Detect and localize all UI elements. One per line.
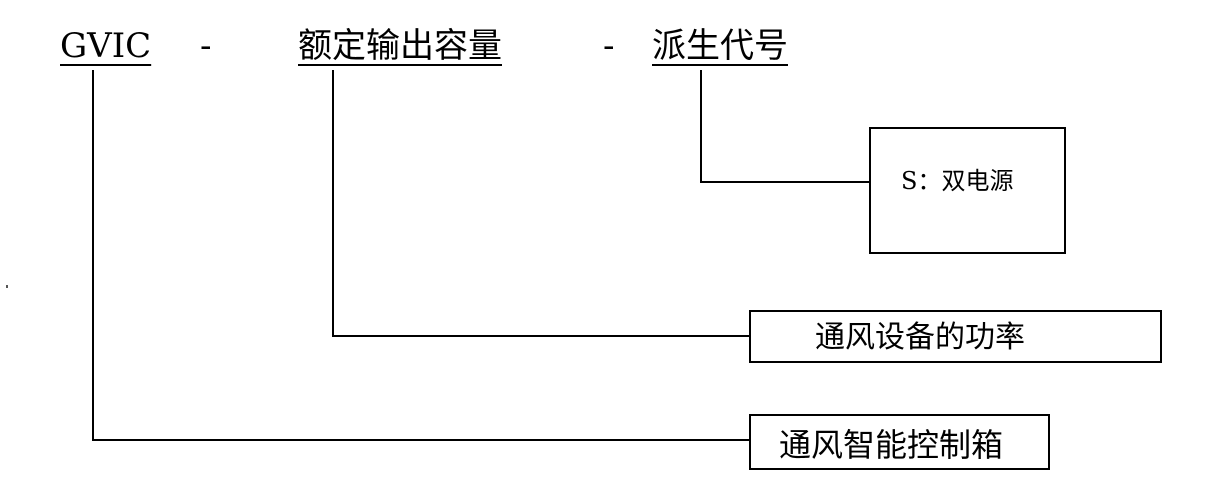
scan-speck bbox=[6, 285, 8, 288]
rated-output-box: 通风设备的功率 bbox=[749, 310, 1162, 363]
dual-power-text: S：双电源 bbox=[901, 167, 1014, 195]
model-prefix: GVIC bbox=[60, 26, 152, 66]
intelligent-control-box-text: 通风智能控制箱 bbox=[779, 426, 1004, 464]
connector-rated-output bbox=[332, 70, 749, 337]
rated-output-capacity-label: 额定输出容量 bbox=[298, 26, 502, 66]
separator-dash-2: - bbox=[603, 26, 615, 66]
ventilation-power-text: 通风设备的功率 bbox=[815, 320, 1025, 355]
derivative-code-box: S：双电源 bbox=[869, 127, 1066, 254]
separator-dash-1: - bbox=[200, 26, 212, 66]
prefix-box: 通风智能控制箱 bbox=[749, 414, 1050, 470]
connector-prefix bbox=[92, 70, 749, 441]
derivative-code-label: 派生代号 bbox=[652, 26, 788, 66]
connector-derivative bbox=[700, 70, 869, 183]
